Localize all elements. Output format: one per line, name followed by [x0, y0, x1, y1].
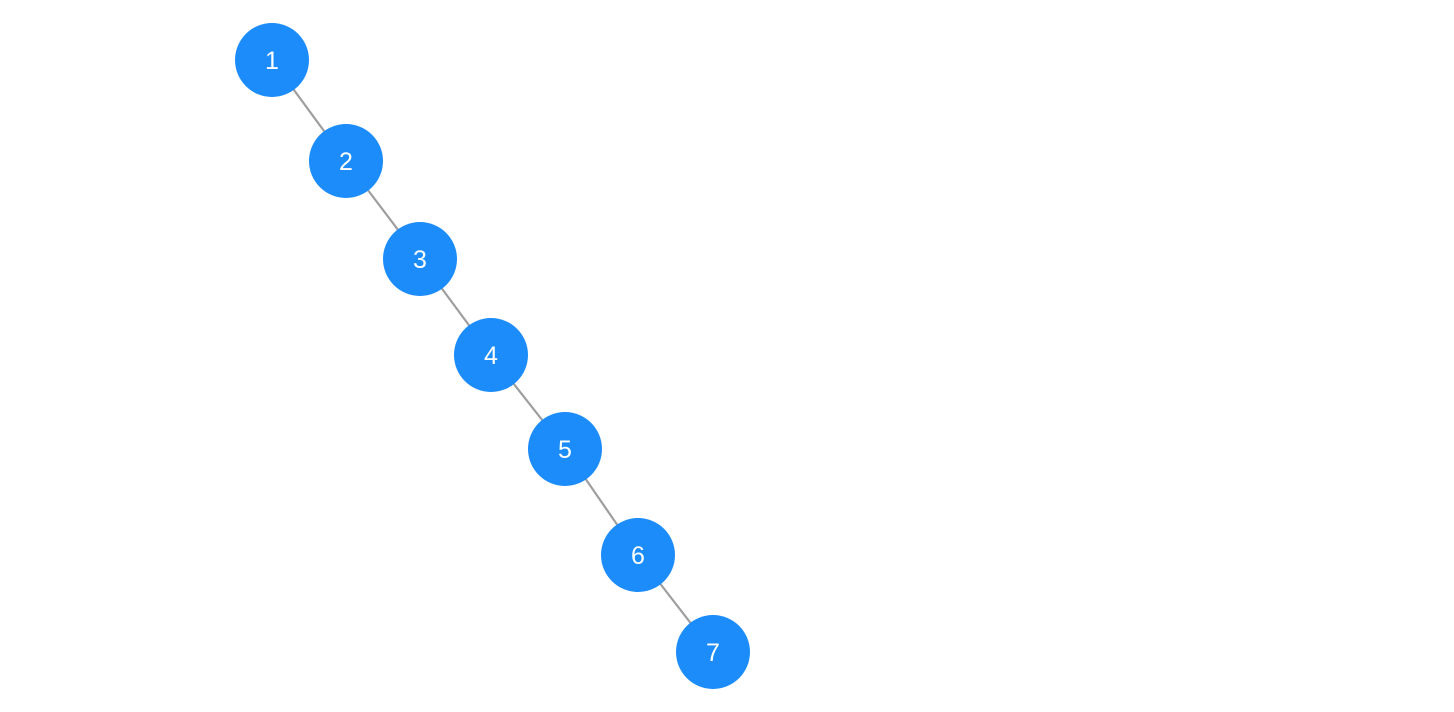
node-circle[interactable] [601, 518, 675, 592]
node-label: 2 [339, 148, 353, 176]
node-label: 4 [484, 342, 498, 370]
node-circle[interactable] [383, 222, 457, 296]
tree-node-3[interactable]: 3 [383, 222, 457, 296]
tree-node-1[interactable]: 1 [235, 23, 309, 97]
tree-node-2[interactable]: 2 [309, 124, 383, 198]
node-label: 7 [706, 639, 720, 667]
node-circle[interactable] [676, 615, 750, 689]
tree-node-4[interactable]: 4 [454, 318, 528, 392]
node-circle[interactable] [309, 124, 383, 198]
tree-node-7[interactable]: 7 [676, 615, 750, 689]
tree-node-6[interactable]: 6 [601, 518, 675, 592]
tree-node-5[interactable]: 5 [528, 412, 602, 486]
node-label: 5 [558, 436, 572, 464]
node-circle[interactable] [235, 23, 309, 97]
node-label: 6 [631, 542, 645, 570]
node-circle[interactable] [528, 412, 602, 486]
nodes-layer: 1 2 3 4 5 6 7 [235, 23, 750, 689]
node-label: 3 [413, 246, 427, 274]
node-label: 1 [265, 47, 279, 75]
node-circle[interactable] [454, 318, 528, 392]
